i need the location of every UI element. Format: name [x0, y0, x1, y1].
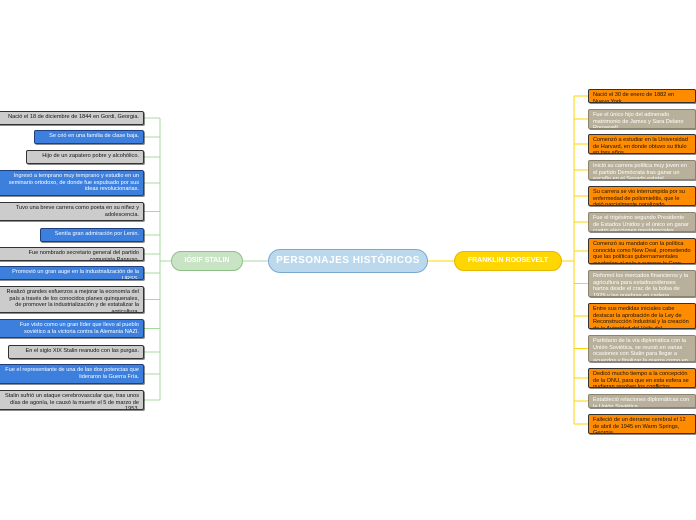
roosevelt-fact[interactable]: Inició su carrera política muy joven en …: [588, 160, 696, 180]
stalin-fact[interactable]: Se crió en una familia de clase baja.: [34, 130, 144, 144]
roosevelt-fact[interactable]: Reformó los mercados financieros y la ag…: [588, 270, 696, 297]
roosevelt-fact[interactable]: Fue el trigésimo segundo Presidente de E…: [588, 212, 696, 232]
stalin-fact[interactable]: Sentía gran admiración por Lenin.: [40, 228, 144, 242]
stalin-fact[interactable]: Realizó grandes esfuerzos a mejorar la e…: [0, 286, 144, 313]
stalin-fact[interactable]: Tuvo una breve carrera como poeta en su …: [0, 202, 144, 221]
stalin-fact[interactable]: Fue el representante de una de las dos p…: [0, 364, 144, 384]
roosevelt-fact[interactable]: Fue el único hijo del adinerado matrimon…: [588, 109, 696, 129]
stalin-fact[interactable]: Nació el 18 de diciembre de 1844 en Gord…: [0, 111, 144, 125]
roosevelt-fact[interactable]: Comenzó su mandato con la política conoc…: [588, 238, 696, 264]
roosevelt-fact[interactable]: Dedicó mucho tiempo a la concepción de l…: [588, 368, 696, 388]
roosevelt-fact[interactable]: Falleció de un derrame cerebral el 12 de…: [588, 414, 696, 434]
stalin-fact[interactable]: Fue nombrado secretario general del part…: [0, 247, 144, 261]
stalin-fact[interactable]: En el siglo XIX Stalin reanudo con las p…: [8, 345, 144, 359]
roosevelt-fact[interactable]: Partidario de la vía diplomática con la …: [588, 335, 696, 362]
stalin-fact[interactable]: Stalin sufrió un ataque cerebrovascular …: [0, 390, 144, 410]
roosevelt-fact[interactable]: Comenzó a estudiar en la Universidad de …: [588, 134, 696, 154]
stalin-fact[interactable]: Promovió un gran auge en la industrializ…: [0, 266, 144, 280]
roosevelt-fact[interactable]: Entre sus medidas iniciales cabe destaca…: [588, 303, 696, 329]
roosevelt-fact[interactable]: Su carrera se vio interrumpida por su en…: [588, 186, 696, 206]
central-topic[interactable]: PERSONAJES HISTÓRICOS: [268, 249, 428, 273]
stalin-fact[interactable]: Hijo de un zapatero pobre y alcohólico.: [26, 150, 144, 164]
topic-roosevelt[interactable]: FRANKLIN ROOSEVELT: [454, 251, 562, 271]
stalin-fact[interactable]: Ingresó a temprano muy temprano y estudi…: [0, 170, 144, 196]
topic-stalin[interactable]: IÓSIF STALIN: [171, 251, 243, 271]
roosevelt-fact[interactable]: Nació el 30 de enero de 1882 en Nueva Yo…: [588, 89, 696, 103]
roosevelt-fact[interactable]: Estableció relaciones diplomáticas con l…: [588, 394, 696, 408]
stalin-fact[interactable]: Fue visto como un gran líder que llevo a…: [0, 319, 144, 338]
